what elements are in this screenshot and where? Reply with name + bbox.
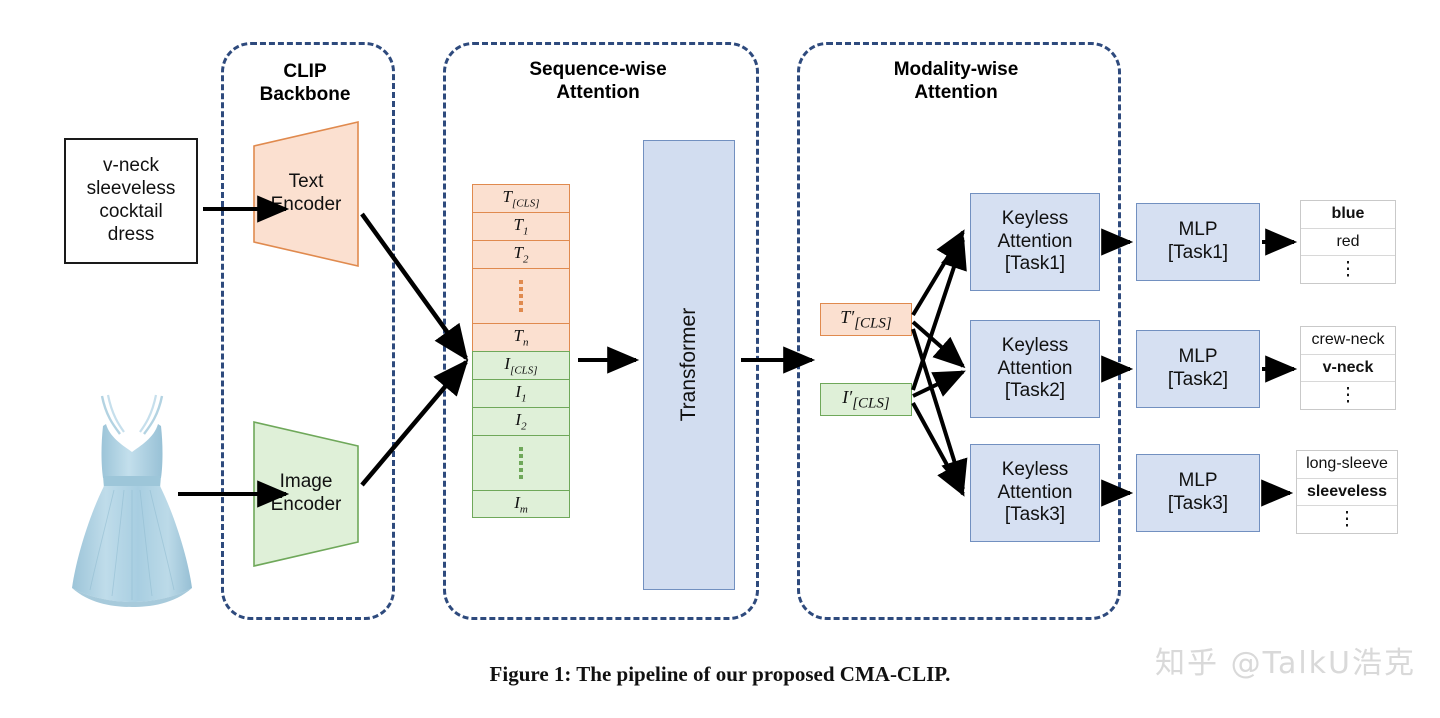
output-label: crew-neck	[1301, 327, 1395, 355]
input-dress-image	[62, 382, 202, 607]
token-cell: I2	[472, 407, 570, 435]
transformer-block: Transformer	[643, 140, 735, 590]
output-label: red	[1301, 229, 1395, 257]
output-label-ellipsis: ⋮	[1338, 259, 1358, 281]
mlp-task2: MLP [Task2]	[1136, 330, 1260, 408]
output-label: long-sleeve	[1297, 451, 1397, 479]
text-encoder-block: Text Encoder	[250, 118, 362, 270]
token-sequence-stack: T[CLS] T1 T2 Tn I[CLS] I1 I2 Im	[472, 184, 570, 542]
keyless-attention-task3: Keyless Attention [Task3]	[970, 444, 1100, 542]
output-label-ellipsis: ⋮	[1338, 385, 1358, 407]
stage-title-clip-backbone: CLIP Backbone	[259, 61, 351, 106]
token-cell: T2	[472, 240, 570, 268]
token-cell: I1	[472, 379, 570, 407]
output-label: sleeveless	[1297, 479, 1397, 507]
figure-caption: Figure 1: The pipeline of our proposed C…	[489, 662, 951, 686]
stage-title-sequence-wise: Sequence-wise Attention	[529, 59, 667, 104]
token-cell-ellipsis	[472, 268, 570, 323]
output-list-task1: blue red ⋮	[1300, 200, 1396, 284]
token-cell: T1	[472, 212, 570, 240]
output-label: blue	[1301, 201, 1395, 229]
keyless-attention-task1: Keyless Attention [Task1]	[970, 193, 1100, 291]
token-cell: T[CLS]	[472, 184, 570, 212]
token-cell: Tn	[472, 323, 570, 351]
image-encoder-label: Image Encoder	[270, 471, 342, 515]
mlp-task1: MLP [Task1]	[1136, 203, 1260, 281]
text-encoder-label: Text Encoder	[270, 171, 342, 215]
text-cls-prime-chip: T′[CLS]	[820, 303, 912, 336]
token-cell: I[CLS]	[472, 351, 570, 379]
mlp-task3: MLP [Task3]	[1136, 454, 1260, 532]
output-list-task3: long-sleeve sleeveless ⋮	[1296, 450, 1398, 534]
output-list-task2: crew-neck v-neck ⋮	[1300, 326, 1396, 410]
image-cls-prime-chip: I′[CLS]	[820, 383, 912, 416]
input-text-box: v-neck sleeveless cocktail dress	[64, 138, 198, 264]
stage-modality-wise	[797, 42, 1121, 620]
image-encoder-block: Image Encoder	[250, 418, 362, 570]
token-cell-ellipsis	[472, 435, 570, 490]
output-label-ellipsis: ⋮	[1337, 509, 1357, 531]
keyless-attention-task2: Keyless Attention [Task2]	[970, 320, 1100, 418]
output-label: v-neck	[1301, 355, 1395, 383]
token-cell: Im	[472, 490, 570, 518]
stage-title-modality-wise: Modality-wise Attention	[893, 59, 1019, 104]
transformer-label: Transformer	[677, 308, 701, 422]
watermark: 知乎 @TalkU浩克	[1155, 646, 1416, 681]
